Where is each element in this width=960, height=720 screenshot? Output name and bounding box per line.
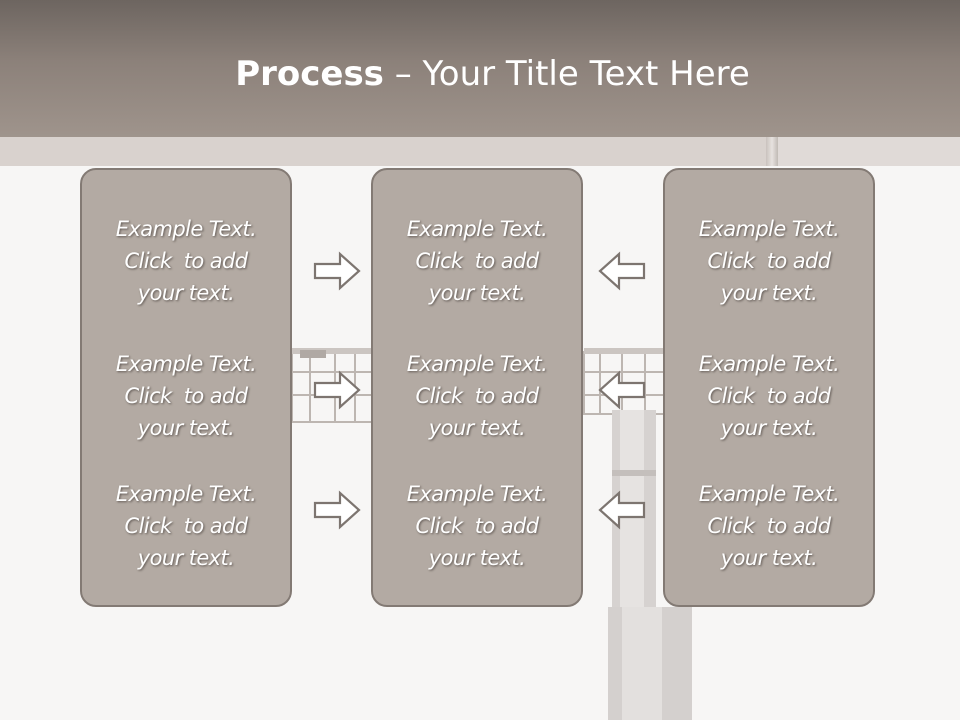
text-line: Click to add <box>124 514 248 538</box>
billboard-background-image <box>291 348 692 720</box>
text-line: your text. <box>720 416 818 440</box>
text-line: your text. <box>720 546 818 570</box>
text-placeholder[interactable]: Example Text. Click to add your text. <box>665 478 873 574</box>
text-line: your text. <box>137 281 235 305</box>
text-placeholder[interactable]: Example Text. Click to add your text. <box>373 478 581 574</box>
text-line: your text. <box>428 546 526 570</box>
text-placeholder[interactable]: Example Text. Click to add your text. <box>82 348 290 444</box>
text-line: Example Text. <box>115 352 257 376</box>
text-placeholder[interactable]: Example Text. Click to add your text. <box>82 478 290 574</box>
text-line: Click to add <box>707 384 831 408</box>
text-line: Click to add <box>707 514 831 538</box>
text-placeholder[interactable]: Example Text. Click to add your text. <box>373 348 581 444</box>
arrow-left-icon <box>598 251 646 291</box>
text-line: Example Text. <box>115 217 257 241</box>
text-placeholder[interactable]: Example Text. Click to add your text. <box>665 213 873 309</box>
text-line: Click to add <box>124 249 248 273</box>
text-line: your text. <box>428 416 526 440</box>
text-line: Click to add <box>415 249 539 273</box>
text-placeholder[interactable]: Example Text. Click to add your text. <box>82 213 290 309</box>
header-strip-right <box>778 137 960 166</box>
process-box-left[interactable]: Example Text. Click to add your text. Ex… <box>80 168 292 607</box>
text-line: your text. <box>137 546 235 570</box>
text-line: Example Text. <box>698 482 840 506</box>
text-line: Click to add <box>415 514 539 538</box>
arrow-right-icon <box>313 251 361 291</box>
title-band: Process – Your Title Text Here <box>0 0 960 137</box>
billboard-post-top <box>766 137 778 166</box>
text-line: your text. <box>137 416 235 440</box>
text-line: Example Text. <box>698 217 840 241</box>
text-line: Example Text. <box>698 352 840 376</box>
arrow-left-icon <box>598 370 646 410</box>
text-line: Example Text. <box>406 482 548 506</box>
process-box-center[interactable]: Example Text. Click to add your text. Ex… <box>371 168 583 607</box>
arrow-right-icon <box>313 370 361 410</box>
text-line: Click to add <box>415 384 539 408</box>
arrow-right-icon <box>313 490 361 530</box>
text-line: your text. <box>428 281 526 305</box>
text-placeholder[interactable]: Example Text. Click to add your text. <box>373 213 581 309</box>
text-line: Example Text. <box>406 217 548 241</box>
text-line: Click to add <box>707 249 831 273</box>
title-rest-text: – Your Title Text Here <box>383 54 750 94</box>
text-placeholder[interactable]: Example Text. Click to add your text. <box>665 348 873 444</box>
process-box-right[interactable]: Example Text. Click to add your text. Ex… <box>663 168 875 607</box>
text-line: your text. <box>720 281 818 305</box>
title-strong-text: Process <box>235 54 384 94</box>
arrow-left-icon <box>598 490 646 530</box>
text-line: Example Text. <box>406 352 548 376</box>
slide-title[interactable]: Process – Your Title Text Here <box>0 52 960 96</box>
text-line: Click to add <box>124 384 248 408</box>
text-line: Example Text. <box>115 482 257 506</box>
